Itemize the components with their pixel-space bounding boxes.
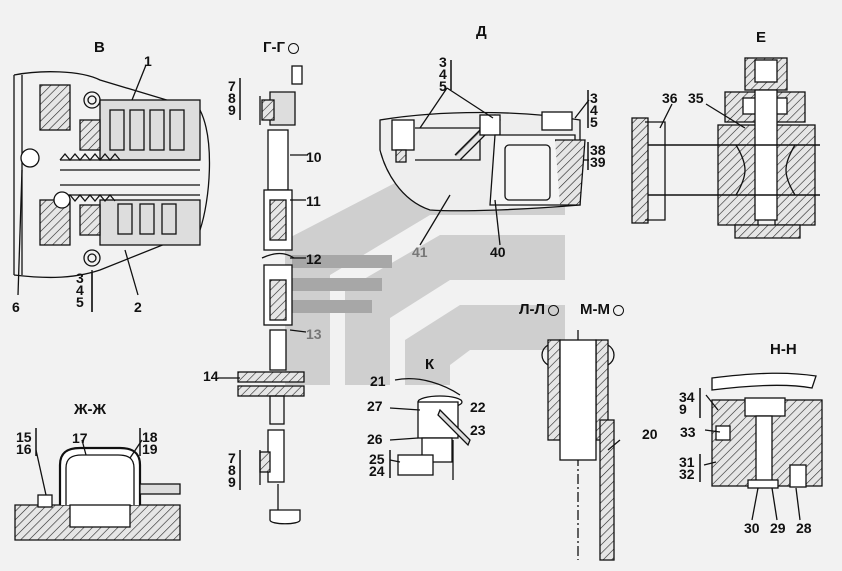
stack-item: 9: [228, 474, 236, 490]
view-zhzh-drawing: [14, 439, 181, 541]
stack-zh-1819: 18 19: [142, 429, 158, 457]
stack-item: 8: [228, 90, 236, 106]
stack-n-349: 34 9: [679, 389, 695, 417]
stack-item: 4: [76, 282, 84, 298]
callout-10: 10: [306, 149, 322, 165]
stack-d-345-right: 3 4 5: [590, 90, 598, 130]
view-label-gg: Г-Г: [263, 39, 300, 56]
stack-item: 15: [16, 429, 32, 445]
callout-22: 22: [470, 399, 486, 415]
callout-12: 12: [306, 251, 322, 267]
stack-item: 31: [679, 454, 695, 470]
stack-n-3132: 31 32: [679, 454, 695, 482]
view-ll-mm-drawing: [541, 330, 621, 561]
callout-28: 28: [796, 520, 812, 536]
callout-33: 33: [680, 424, 696, 440]
callout-36: 36: [662, 90, 678, 106]
view-v-drawing: [13, 64, 211, 312]
stack-zh-1516: 15 16: [16, 429, 32, 457]
callout-21: 21: [370, 373, 386, 389]
stack-item: 5: [76, 294, 84, 310]
callout-1: 1: [144, 53, 152, 69]
stack-item: 34: [679, 389, 695, 405]
view-label-e: Е: [756, 29, 767, 46]
callout-23: 23: [470, 422, 486, 438]
stack-d-345-left: 3 4 5: [439, 54, 447, 94]
view-label-mm: М-М: [580, 302, 624, 317]
view-label-zhzh: Ж-Ж: [74, 401, 107, 418]
view-gg-drawing: [218, 65, 308, 525]
stack-brackets: [35, 60, 701, 490]
view-label-v: В: [94, 39, 105, 56]
callout-26: 26: [367, 431, 383, 447]
view-label-mm-text: М-М: [580, 301, 610, 318]
stack-item: 4: [590, 102, 598, 118]
stack-item: 18: [142, 429, 158, 445]
stack-v-345: 3 4 5: [76, 270, 84, 310]
callout-6: 6: [12, 299, 20, 315]
view-label-k: К: [425, 356, 435, 373]
callout-14: 14: [203, 368, 219, 384]
rotated-view-icon: [548, 304, 560, 316]
view-k-drawing: [389, 378, 471, 480]
stack-item: 4: [439, 66, 447, 82]
stack-item: 8: [228, 462, 236, 478]
view-label-ll-text: Л-Л: [519, 301, 546, 318]
view-label-nn: Н-Н: [770, 341, 797, 358]
stack-item: 9: [679, 401, 687, 417]
callout-11: 11: [306, 193, 321, 209]
stack-item: 7: [228, 450, 236, 466]
callout-40: 40: [490, 244, 506, 260]
stack-item: 5: [439, 78, 447, 94]
callout-13: 13: [306, 326, 322, 342]
view-label-ll: Л-Л: [519, 301, 560, 318]
stack-item: 39: [590, 154, 606, 170]
stack-item: 7: [228, 78, 236, 94]
view-label-gg-text: Г-Г: [263, 39, 286, 56]
stack-item: 3: [590, 90, 598, 106]
view-e-drawing: [631, 57, 820, 239]
stack-item: 25: [369, 451, 385, 467]
stack-item: 16: [16, 441, 32, 457]
callout-20: 20: [642, 426, 658, 442]
callout-2: 2: [134, 299, 142, 315]
callout-30: 30: [744, 520, 760, 536]
callout-27: 27: [367, 398, 383, 414]
stack-gg-789-top: 7 8 9: [228, 78, 236, 118]
stack-k-2524: 25 24: [369, 451, 385, 479]
view-nn-drawing: [703, 372, 823, 521]
watermark-logo: [285, 170, 565, 385]
stack-item: 5: [590, 114, 598, 130]
stack-d-3839: 38 39: [590, 142, 606, 170]
stack-item: 9: [228, 102, 236, 118]
stack-item: 32: [679, 466, 695, 482]
stack-gg-789-bot: 7 8 9: [228, 450, 236, 490]
callout-29: 29: [770, 520, 786, 536]
rotated-view-icon: [288, 42, 300, 54]
view-label-d: Д: [476, 23, 487, 40]
rotated-view-icon: [613, 304, 624, 316]
stack-item: 38: [590, 142, 606, 158]
view-d-drawing: [379, 87, 590, 246]
stack-item: 3: [76, 270, 84, 286]
callout-41: 41: [412, 244, 428, 260]
stack-item: 19: [142, 441, 158, 457]
callout-17: 17: [72, 430, 88, 446]
stack-item: 3: [439, 54, 447, 70]
stack-item: 24: [369, 463, 385, 479]
callout-35: 35: [688, 90, 704, 106]
